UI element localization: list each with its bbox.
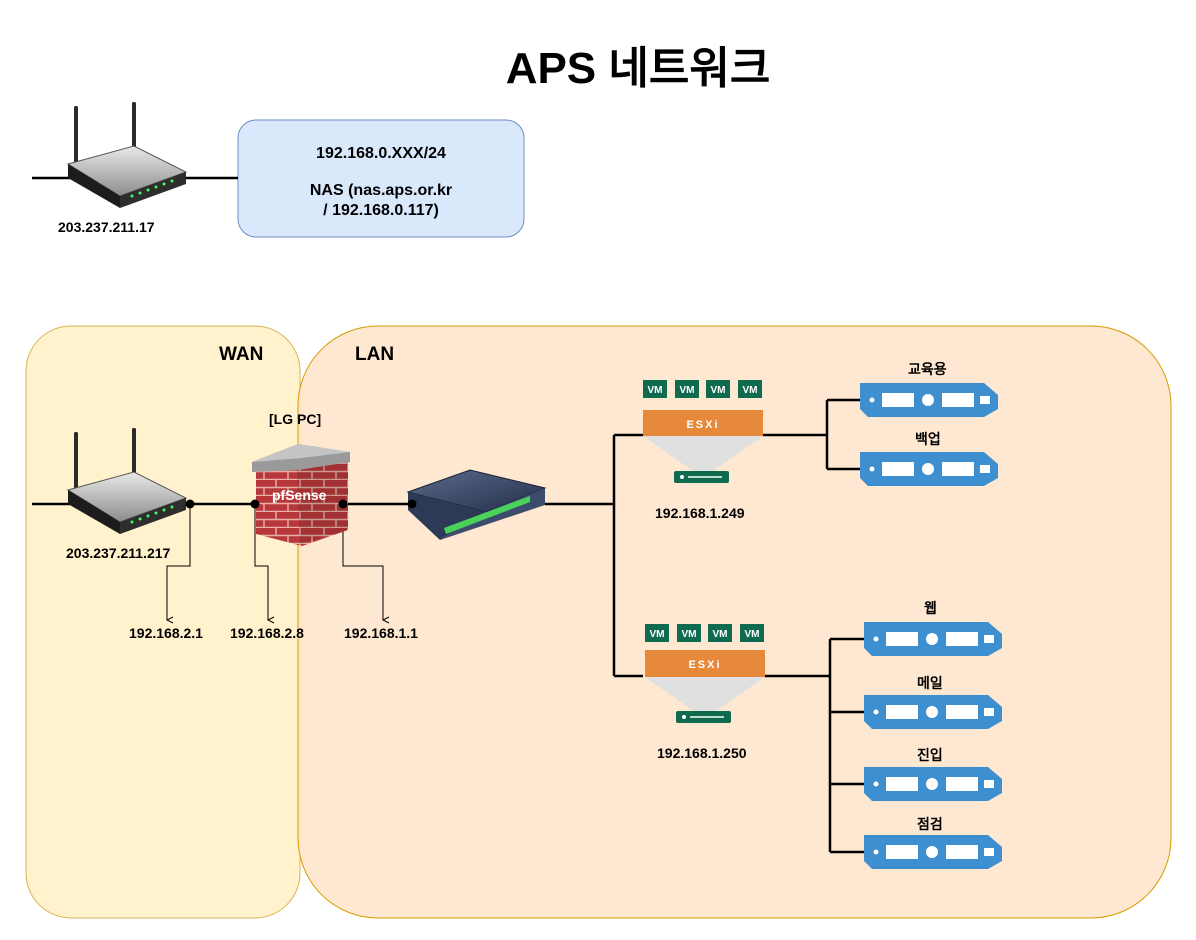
server-icon-entry [864, 767, 1002, 801]
esxi-host-1 [643, 410, 763, 483]
server-label-backup: 백업 [915, 431, 941, 447]
tap-ip-1: 192.168.2.1 [129, 625, 203, 641]
lan-label: LAN [355, 344, 395, 365]
junction-dots [185, 499, 417, 509]
vm-label: VM [680, 385, 695, 396]
server-label-mail: 메일 [917, 675, 943, 691]
server-icon-backup [860, 452, 998, 486]
top-router-icon [67, 101, 187, 209]
tap-ip-3: 192.168.1.1 [344, 625, 418, 641]
esxi-label: ESXi [686, 419, 719, 431]
firewall-icon [252, 444, 350, 546]
nas-subnet: 192.168.0.XXX/24 [316, 145, 446, 162]
wan-zone [25, 325, 301, 919]
server-label-web: 웹 [924, 600, 937, 616]
host-1-ip: 192.168.1.249 [655, 505, 745, 521]
vm-badges-host-1 [643, 380, 762, 398]
vm-label: VM [745, 629, 760, 640]
vm-label: VM [743, 385, 758, 396]
server-label-entry: 진입 [917, 747, 943, 763]
nas-line-1: NAS (nas.aps.or.kr [309, 182, 453, 199]
vm-label: VM [650, 629, 665, 640]
server-label-inspection: 점검 [917, 816, 943, 832]
vm-label: VM [713, 629, 728, 640]
nas-line-2: / 192.168.0.117) [323, 202, 439, 219]
wan-label: WAN [219, 344, 264, 365]
router-ip: 203.237.211.217 [66, 545, 171, 561]
top-router-ip: 203.237.211.17 [58, 219, 155, 235]
server-icon-mail [864, 695, 1002, 729]
firewall-host-label: [LG PC] [269, 411, 322, 427]
esxi-host-2 [645, 650, 765, 723]
server-icon-inspection [864, 835, 1002, 869]
firewall-name-label: pfSense [272, 487, 327, 503]
vm-label: VM [711, 385, 726, 396]
vm-badges-host-2 [645, 624, 764, 642]
page-title: APS 네트워크 [505, 44, 771, 93]
switch-icon [406, 469, 547, 540]
server-icon-web [864, 622, 1002, 656]
server-label-education: 교육용 [908, 361, 947, 377]
esxi-label: ESXi [688, 659, 721, 671]
link-lines [32, 398, 864, 854]
nas-box-text: 192.168.0.XXX/24 NAS (nas.aps.or.kr / 19… [238, 120, 524, 237]
vm-label: VM [648, 385, 663, 396]
tap-arrows [167, 504, 383, 620]
vm-label: VM [682, 629, 697, 640]
tap-ip-2: 192.168.2.8 [230, 625, 304, 641]
server-icon-education [860, 383, 998, 417]
host-2-ip: 192.168.1.250 [657, 745, 747, 761]
